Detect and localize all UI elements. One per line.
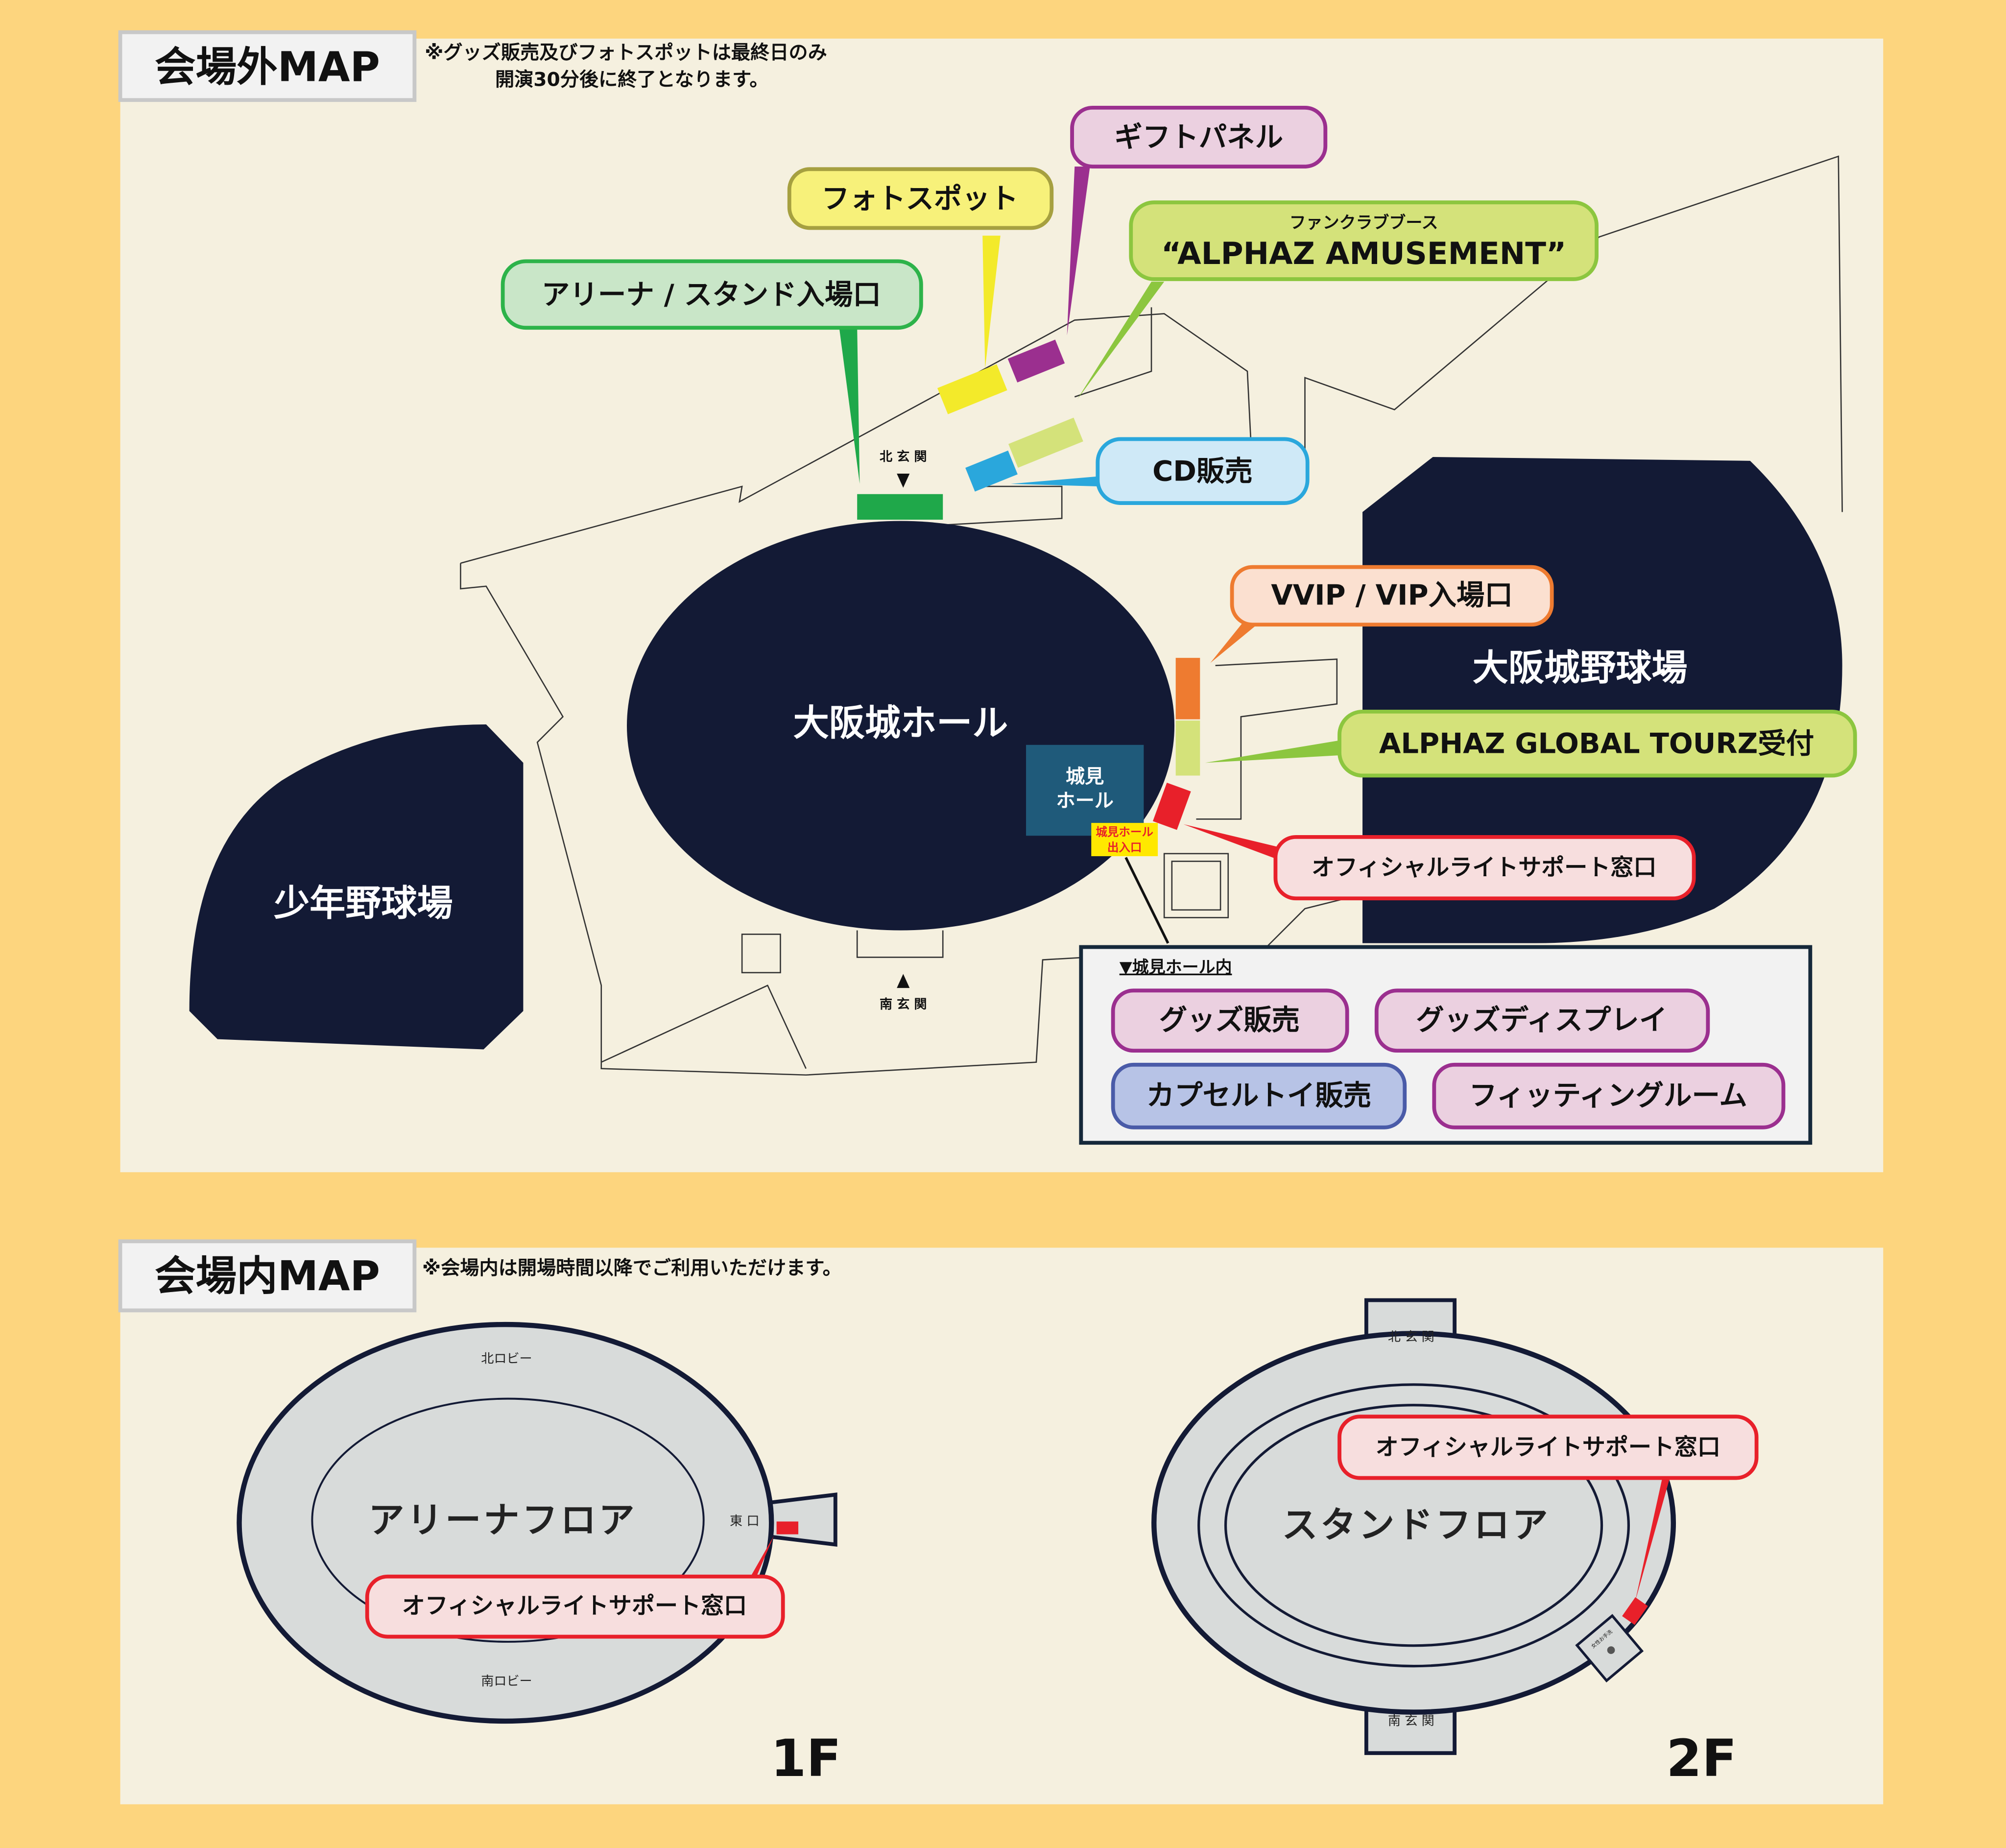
shiromi-inside-box: ▼城見ホール内 グッズ販売 グッズディスプレイ カプセルトイ販売 フィッティング… <box>1079 945 1813 1145</box>
floor2-light-support-callout[interactable]: オフィシャルライトサポート窓口 <box>1337 1415 1759 1480</box>
south-lobby-label: 南ロビー <box>481 1674 532 1689</box>
floor2-north-entrance-label: 北 玄 関 <box>1388 1330 1434 1344</box>
arena-entrance-marker <box>857 494 943 520</box>
shiromi-hall-label-2: ホール <box>1056 790 1114 812</box>
floor-2-label: 2F <box>1666 1728 1737 1788</box>
photo-spot-callout[interactable]: フォトスポット <box>787 167 1054 230</box>
cd-sales-callout[interactable]: CD販売 <box>1096 437 1310 505</box>
floor1-light-support-label: オフィシャルライトサポート窓口 <box>402 1592 747 1619</box>
floor1-light-support-marker <box>776 1521 799 1535</box>
shiromi-hall-label-1: 城見 <box>1066 766 1104 788</box>
outside-note-line2: 開演30分後に終了となります。 <box>495 69 769 91</box>
cd-sales-label: CD販売 <box>1152 455 1253 487</box>
north-lobby-label: 北ロビー <box>481 1352 532 1367</box>
light-support-label: オフィシャルライトサポート窓口 <box>1312 854 1656 881</box>
south-entrance-arrow-icon <box>897 974 910 988</box>
shiromi-item-label: カプセルトイ販売 <box>1146 1079 1372 1112</box>
fanclub-booth-small-label: ファンクラブブース <box>1290 213 1438 233</box>
outside-map-title: 会場外MAP <box>155 43 380 91</box>
cd-sales-marker <box>965 450 1018 492</box>
photo-spot-label: フォトスポット <box>821 182 1018 215</box>
global-tourz-marker <box>1175 720 1200 776</box>
shiromi-inside-heading: ▼城見ホール内 <box>1120 958 1232 977</box>
outside-note-line1: ※グッズ販売及びフォトスポットは最終日のみ <box>425 42 827 64</box>
shiromi-exit-label-2: 出入口 <box>1107 840 1142 854</box>
gift-panel-marker <box>1007 339 1065 383</box>
shiromi-item-label: グッズディスプレイ <box>1416 1004 1667 1036</box>
light-support-callout[interactable]: オフィシャルライトサポート窓口 <box>1273 835 1696 901</box>
baseball-field-label: 大阪城野球場 <box>1473 648 1688 689</box>
gift-panel-label: ギフトパネル <box>1114 120 1283 153</box>
outside-map-title-box: 会場外MAP <box>118 30 417 102</box>
global-tourz-callout[interactable]: ALPHAZ GLOBAL TOURZ受付 <box>1337 709 1857 778</box>
youth-baseball-label: 少年野球場 <box>274 883 453 924</box>
womens-restroom: 女性お手洗 <box>1575 1614 1644 1682</box>
youth-baseball-field <box>189 724 524 1050</box>
floor-1-map: 北ロビー 南ロビー 東 口 アリーナフロア オフィシャルライトサポート窓口 1F <box>237 1321 841 1788</box>
vip-entrance-label: VVIP / VIP入場口 <box>1271 579 1513 612</box>
fanclub-booth-marker <box>1008 417 1083 468</box>
shiromi-item-capsule-toy[interactable]: カプセルトイ販売 <box>1111 1062 1407 1129</box>
restroom-icon <box>1607 1646 1615 1654</box>
fanclub-booth-callout[interactable]: ファンクラブブース “ALPHAZ AMUSEMENT” <box>1129 200 1599 281</box>
floor1-light-support-callout[interactable]: オフィシャルライトサポート窓口 <box>365 1574 785 1639</box>
osaka-jo-hall-label: 大阪城ホール <box>793 702 1008 744</box>
floor-1-label: 1F <box>771 1728 841 1788</box>
shiromi-exit-tag <box>1091 823 1158 857</box>
east-exit-label: 東 口 <box>730 1514 760 1529</box>
inside-map-title-box: 会場内MAP <box>118 1239 417 1313</box>
gift-panel-callout[interactable]: ギフトパネル <box>1070 105 1328 168</box>
vip-entrance-callout[interactable]: VVIP / VIP入場口 <box>1230 565 1554 627</box>
shiromi-item-label: グッズ販売 <box>1159 1004 1300 1036</box>
arena-floor-label: アリーナフロア <box>368 1499 637 1541</box>
arena-entrance-callout[interactable]: アリーナ / スタンド入場口 <box>501 259 923 330</box>
fanclub-booth-main-label: “ALPHAZ AMUSEMENT” <box>1161 236 1566 271</box>
north-entrance-label: 北 玄 関 <box>880 449 927 464</box>
shiromi-item-fitting-room[interactable]: フィッティングルーム <box>1432 1062 1786 1129</box>
photo-spot-marker <box>937 364 1007 414</box>
floor2-south-entrance-label: 南 玄 関 <box>1388 1714 1434 1728</box>
inside-note: ※会場内は開場時間以降でご利用いただけます。 <box>422 1257 842 1279</box>
south-entrance-label: 南 玄 関 <box>880 997 927 1012</box>
vip-entrance-marker <box>1175 658 1200 720</box>
shiromi-item-goods-display[interactable]: グッズディスプレイ <box>1374 988 1710 1053</box>
shiromi-exit-label-1: 城見ホール <box>1096 825 1153 839</box>
shiromi-item-goods-sales[interactable]: グッズ販売 <box>1111 988 1349 1053</box>
floor2-light-support-label: オフィシャルライトサポート窓口 <box>1376 1434 1720 1461</box>
light-support-marker <box>1152 782 1191 830</box>
arena-entrance-label: アリーナ / スタンド入場口 <box>542 278 881 311</box>
stand-floor-label: スタンドフロア <box>1282 1505 1551 1546</box>
floor2-light-support-marker <box>1622 1597 1648 1625</box>
floor-2-map: 北 玄 関 南 玄 関 女性お手洗 スタンドフロア オフィシャルライトサポート窓… <box>1151 1298 1759 1788</box>
global-tourz-label: ALPHAZ GLOBAL TOURZ受付 <box>1379 727 1814 760</box>
north-entrance-arrow-icon <box>897 473 910 488</box>
inside-map-title: 会場内MAP <box>155 1252 380 1300</box>
shiromi-item-label: フィッティングルーム <box>1469 1079 1747 1112</box>
shiromi-hall <box>1026 744 1144 836</box>
